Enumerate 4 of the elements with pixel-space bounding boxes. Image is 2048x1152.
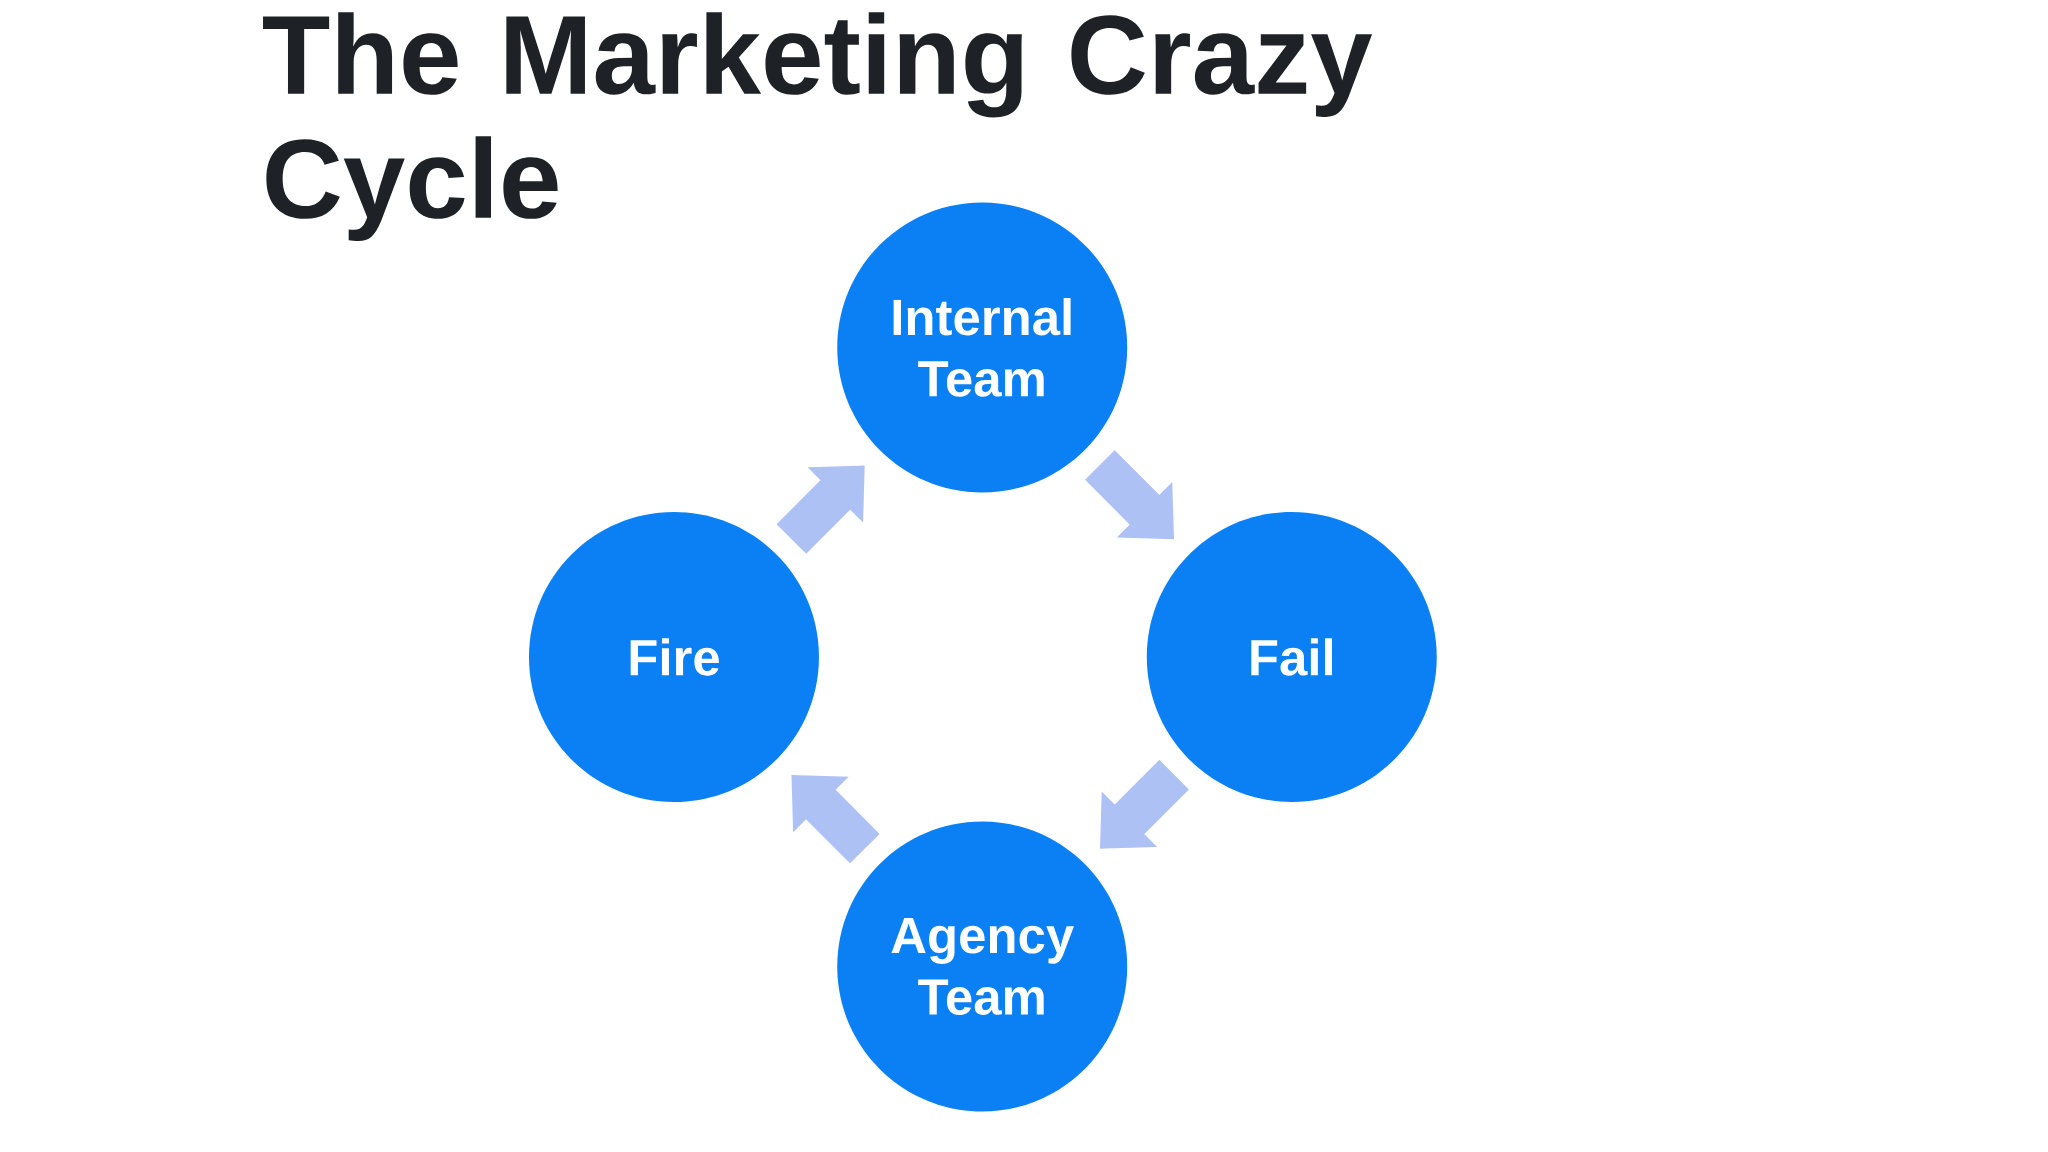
block-arrow — [791, 775, 880, 864]
block-arrow — [1100, 759, 1189, 849]
block-arrow — [1085, 450, 1174, 540]
block-arrow — [776, 465, 865, 554]
